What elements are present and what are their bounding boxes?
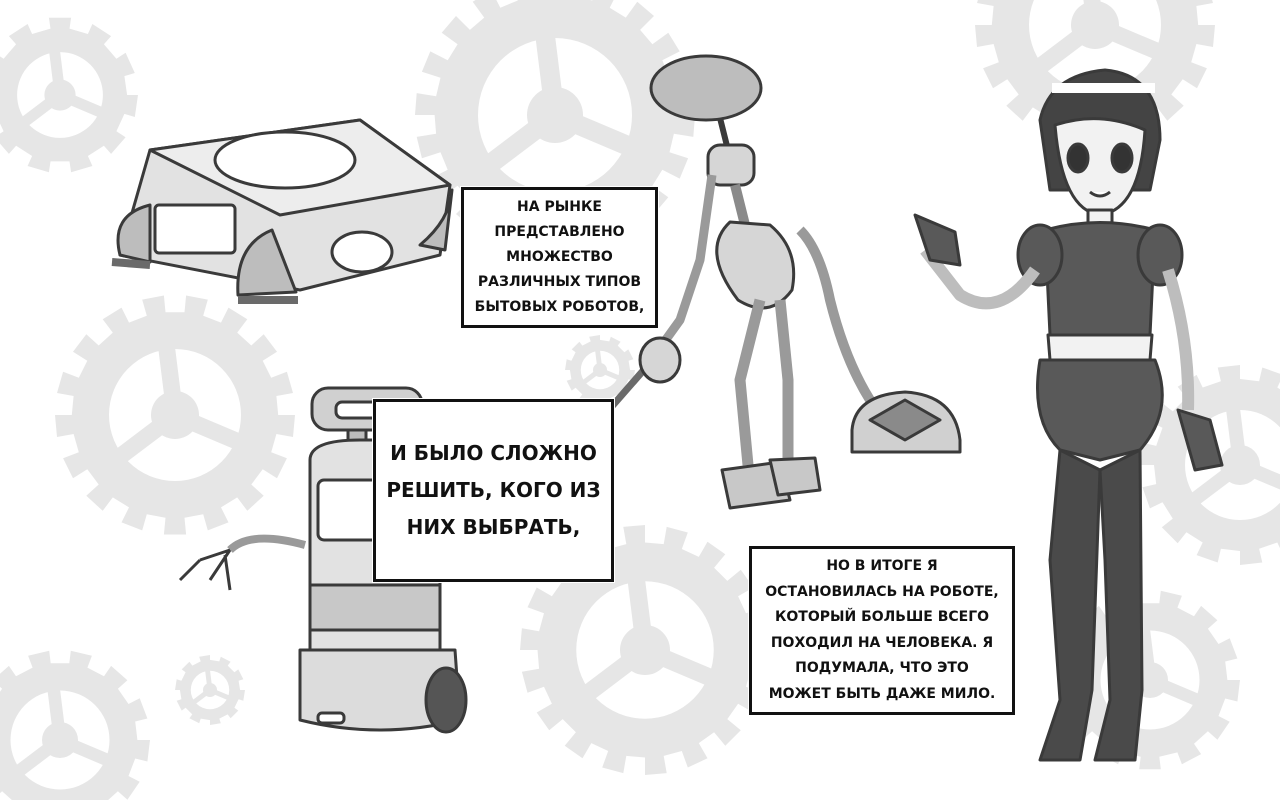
gear-icon <box>55 295 295 535</box>
gear-icon <box>520 525 770 775</box>
gear-icon <box>175 655 245 725</box>
maid-android <box>913 68 1224 762</box>
gear-icon <box>0 17 138 173</box>
caption-text: И БЫЛО СЛОЖНО РЕШИТЬ, КОГО ИЗ НИХ ВЫБРАТ… <box>386 441 601 539</box>
gear-icon <box>565 335 635 405</box>
gear-icon <box>0 650 150 800</box>
caption-text: НА РЫНКЕ ПРЕДСТАВЛЕНО МНОЖЕСТВО РАЗЛИЧНЫ… <box>474 199 645 315</box>
humanoid-vacuum-robot <box>597 54 962 510</box>
robot-vacuum <box>111 118 454 304</box>
caption-market-robots: НА РЫНКЕ ПРЕДСТАВЛЕНО МНОЖЕСТВО РАЗЛИЧНЫ… <box>461 187 658 328</box>
caption-chose-humanlike: НО В ИТОГЕ Я ОСТАНОВИЛАСЬ НА РОБОТЕ, КОТ… <box>749 546 1015 715</box>
caption-hard-choice: И БЫЛО СЛОЖНО РЕШИТЬ, КОГО ИЗ НИХ ВЫБРАТ… <box>373 399 614 582</box>
caption-text: НО В ИТОГЕ Я ОСТАНОВИЛАСЬ НА РОБОТЕ, КОТ… <box>765 558 999 702</box>
